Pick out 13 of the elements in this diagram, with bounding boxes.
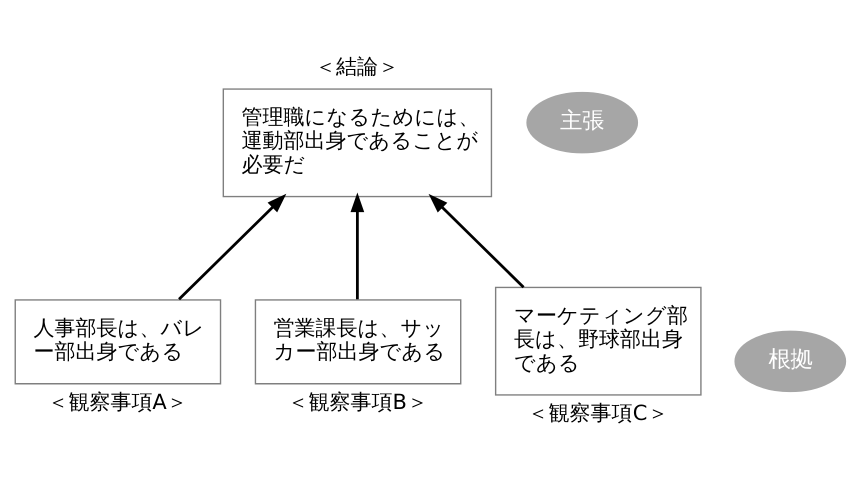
- node-box: 人事部長は、バレー部出身である: [14, 298, 222, 384]
- node-label: ＜観察事項A＞: [47, 389, 188, 414]
- node-label: ＜観察事項C＞: [528, 400, 668, 425]
- node-label: ＜観察事項B＞: [288, 389, 428, 414]
- arrow: [178, 193, 286, 300]
- node-label: ＜結論＞: [314, 54, 399, 78]
- node-box: 管理職になるためには、運動部出身であることが必要だ: [222, 88, 492, 197]
- node-box: 営業課長は、サッカー部出身である: [254, 298, 462, 384]
- node-ellipse: 根拠: [734, 330, 846, 392]
- node-box: マーケティング部長は、野球部出身である: [494, 286, 702, 396]
- node-ellipse: 主張: [526, 91, 638, 153]
- arrow: [428, 193, 525, 288]
- arrow: [350, 192, 364, 299]
